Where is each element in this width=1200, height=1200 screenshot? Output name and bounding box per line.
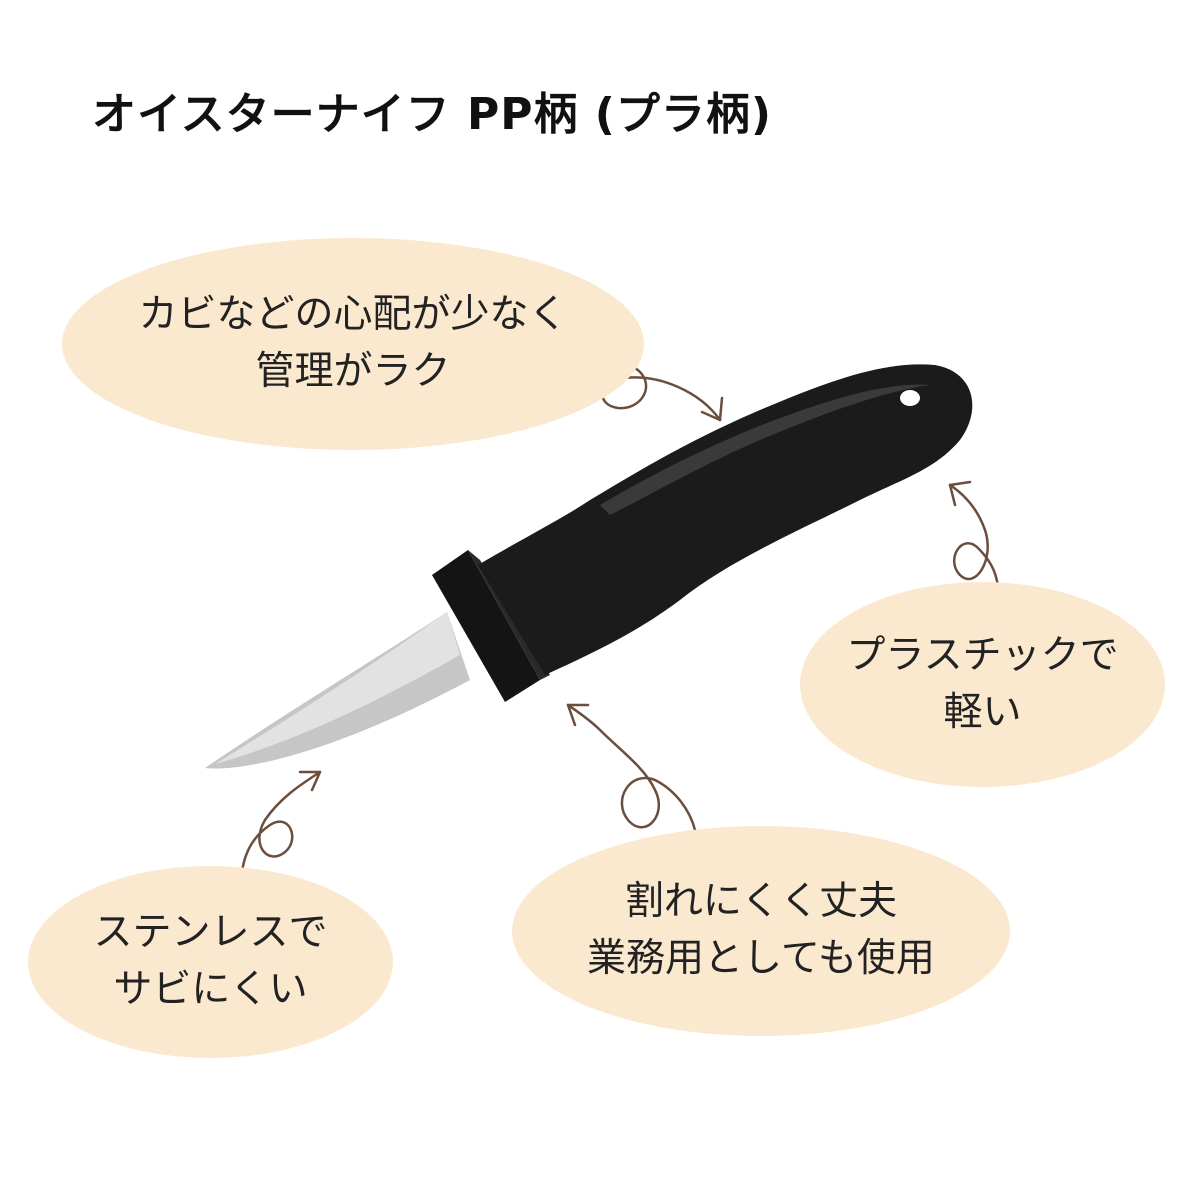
feature-text-line2: サビにくい [113, 967, 308, 1012]
feature-text-line1: ステンレスで [93, 910, 328, 956]
page-title: オイスターナイフ PP柄 (プラ柄) [92, 89, 773, 140]
knife-blade-highlight [215, 612, 460, 764]
feature-bubble-light: プラスチックで 軽い [800, 582, 1165, 787]
feature-text-line1: 割れにくく丈夫 [624, 879, 898, 925]
feature-bubble-durable: 割れにくく丈夫 業務用としても使用 [512, 826, 1010, 1036]
feature-text-line2: 軽い [943, 689, 1022, 735]
curly-arrow-icon [948, 480, 1000, 602]
feature-bubble-rust: ステンレスで サビにくい [28, 866, 393, 1058]
knife-handle-sheen [600, 384, 930, 515]
curly-arrow-icon [240, 770, 322, 874]
feature-text-line2: 管理がラク [255, 349, 451, 394]
feature-bubble-mold: カビなどの心配が少なく 管理がラク [62, 238, 644, 450]
oyster-knife-illustration [205, 364, 973, 769]
feature-text-line1: カビなどの心配が少なく [138, 292, 568, 338]
knife-handle [478, 364, 973, 675]
feature-text-line2: 業務用としても使用 [587, 936, 935, 981]
handle-hole [900, 390, 920, 406]
feature-text-line1: プラスチックで [846, 632, 1119, 678]
knife-guard [432, 550, 540, 702]
curly-arrow-icon [566, 703, 697, 832]
